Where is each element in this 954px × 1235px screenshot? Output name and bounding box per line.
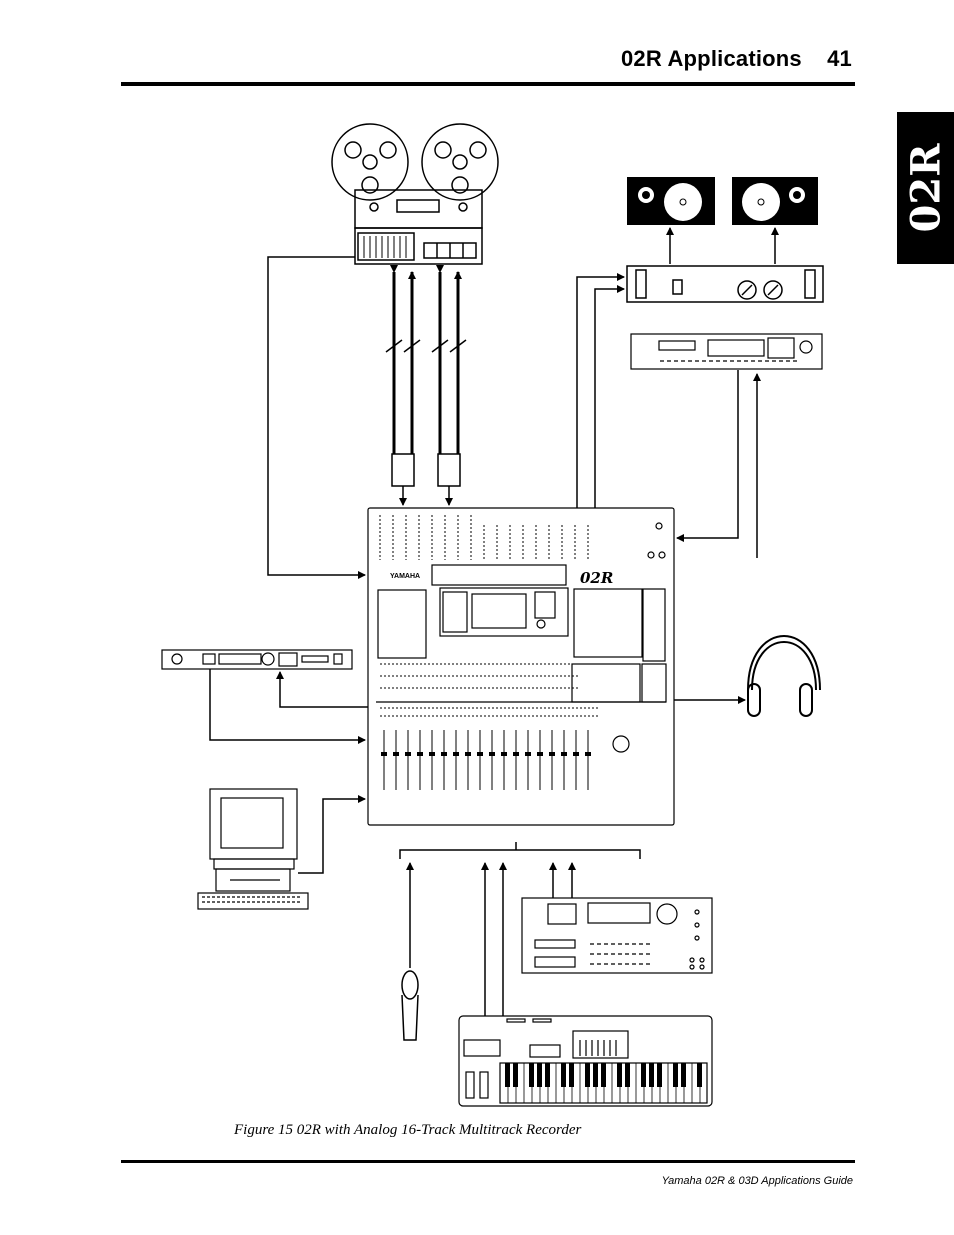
monitor-speakers bbox=[627, 177, 818, 225]
console-logo: 02R bbox=[580, 569, 613, 587]
page-header-title: 02R Applications 41 bbox=[621, 46, 852, 71]
footer-text: Yamaha 02R & 03D Applications Guide bbox=[661, 1175, 853, 1187]
dat-recorder bbox=[630, 333, 823, 370]
digital-mixing-console bbox=[367, 507, 675, 826]
computer bbox=[197, 788, 309, 910]
microphone bbox=[401, 970, 419, 1041]
synth-module bbox=[521, 897, 713, 974]
figure-caption: Figure 15 02R with Analog 16-Track Multi… bbox=[234, 1122, 582, 1138]
keyboard-synthesizer bbox=[458, 1015, 713, 1107]
headphones bbox=[747, 635, 821, 717]
tape-recorder bbox=[331, 123, 499, 265]
connection-cables bbox=[209, 227, 779, 1016]
console-brand-label: YAMAHA bbox=[390, 573, 420, 580]
header-rule bbox=[121, 82, 855, 86]
chapter-tab: 02R bbox=[897, 112, 954, 264]
effects-processor bbox=[161, 649, 353, 670]
footer-rule bbox=[121, 1160, 855, 1163]
power-amplifier bbox=[626, 265, 824, 303]
